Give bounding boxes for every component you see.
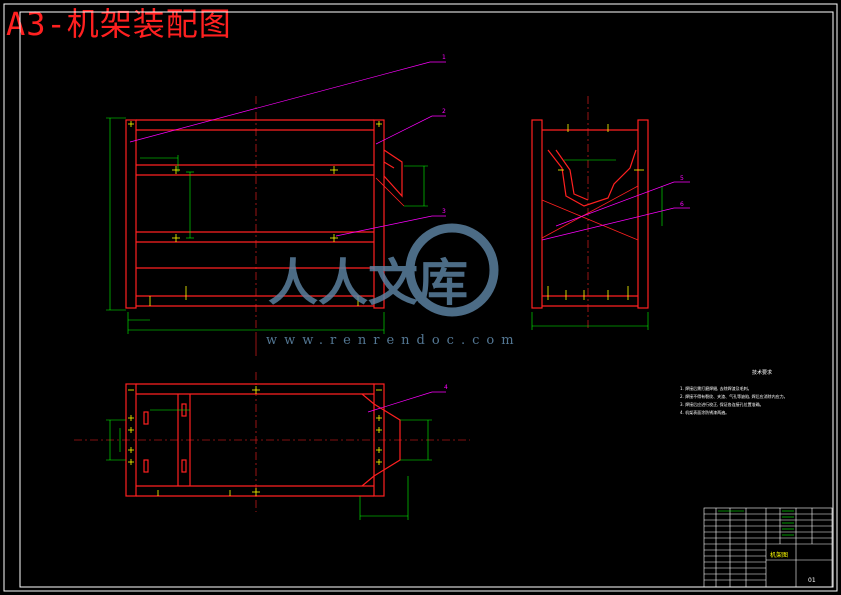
front-view — [106, 96, 428, 356]
callout-3: 3 — [442, 208, 446, 215]
top-view — [74, 372, 470, 520]
requirement-item: 1. 焊接后需打磨焊缝, 去除焊渣及毛刺。 — [680, 386, 752, 391]
drawing-frame — [3, 3, 838, 592]
watermark-brand-text: 人人文库 — [268, 254, 468, 312]
title-block-drawing-name: 机架图 — [770, 551, 788, 559]
requirement-item: 4. 机架表面涂防锈漆两遍。 — [680, 410, 730, 415]
requirement-item: 3. 焊接后应进行校正, 保证各连接孔位置准确。 — [680, 402, 764, 407]
watermark-url: www.renrendoc.com — [266, 333, 521, 348]
title-block-sheet-number: 01 — [808, 577, 816, 584]
callout-6: 6 — [680, 201, 684, 208]
callout-5: 5 — [680, 175, 684, 182]
part-callout-numbers: 1 2 3 4 5 6 — [442, 54, 684, 391]
side-view — [531, 96, 663, 330]
technical-requirements-title: 技术要求 — [752, 370, 773, 376]
title-block — [703, 507, 833, 588]
callout-1: 1 — [442, 54, 446, 61]
leader-lines — [129, 61, 690, 413]
title-block-fill — [718, 510, 794, 536]
callout-2: 2 — [442, 108, 446, 115]
title-block-text: 机架图 01 — [770, 551, 816, 584]
requirement-item: 2. 焊接不得有裂纹、夹渣、气孔等缺陷, 焊后应消除内应力。 — [680, 394, 788, 399]
watermark-logo: 人人文库 — [268, 223, 499, 317]
callout-4: 4 — [444, 384, 448, 391]
drawing-title: A3-机架装配图 — [6, 5, 232, 43]
